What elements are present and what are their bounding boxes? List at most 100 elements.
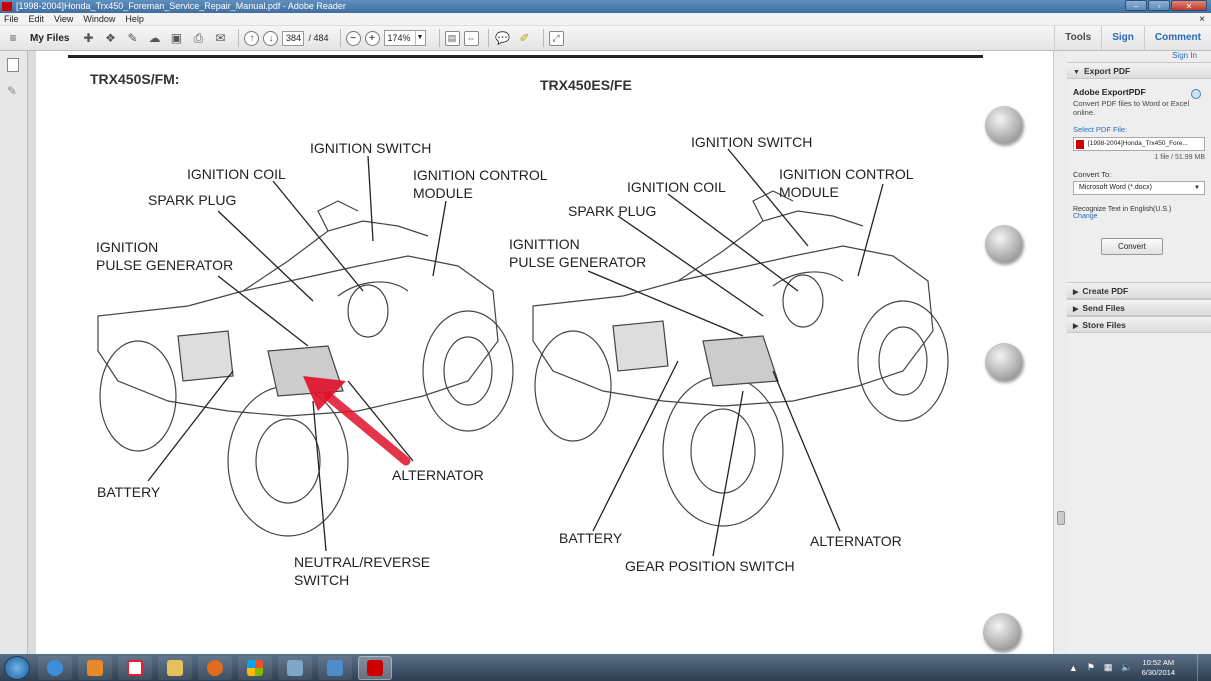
- taskbar: ▲ ⚑ ▦ 🔈 10:52 AM 6/30/2014: [0, 654, 1211, 681]
- comment-bubble-icon[interactable]: 💬: [495, 31, 510, 45]
- menu-view[interactable]: View: [54, 14, 74, 24]
- network-icon[interactable]: ▦: [1103, 662, 1113, 672]
- tools-button[interactable]: Tools: [1054, 26, 1101, 50]
- clock[interactable]: 10:52 AM 6/30/2014: [1142, 658, 1175, 678]
- convert-button[interactable]: Convert: [1101, 238, 1163, 255]
- internet-explorer-icon[interactable]: [38, 655, 72, 680]
- toolbar-divider: [487, 29, 489, 47]
- menu-window[interactable]: Window: [83, 14, 116, 24]
- my-files-button[interactable]: My Files: [30, 32, 70, 44]
- close-button[interactable]: ✕: [1171, 0, 1207, 11]
- right-label-ignition-pulse-generator: IGNITTION PULSE GENERATOR: [509, 236, 647, 270]
- change-link[interactable]: Change: [1073, 213, 1098, 220]
- right-label-alternator: ALTERNATOR: [810, 533, 902, 549]
- left-label-ignition-control-module: IGNITION CONTROL MODULE: [413, 167, 548, 201]
- control-panel-icon[interactable]: [318, 655, 352, 680]
- left-heading: TRX450S/FM:: [90, 71, 180, 87]
- office-icon[interactable]: [238, 655, 272, 680]
- fit-width-icon[interactable]: ⇔: [463, 30, 479, 46]
- binder-hole: [985, 343, 1023, 381]
- service-description: Convert PDF files to Word or Excel onlin…: [1073, 99, 1190, 117]
- export-pdf-section[interactable]: ▼Export PDF: [1067, 62, 1211, 79]
- show-desktop-button[interactable]: [1197, 654, 1211, 681]
- comment-button[interactable]: Comment: [1143, 26, 1211, 50]
- signature-pen-icon[interactable]: ✎: [7, 84, 18, 98]
- upload-icon[interactable]: ☁: [148, 31, 161, 45]
- send-files-label: Send Files: [1082, 303, 1125, 313]
- help-icon[interactable]: [1191, 89, 1201, 99]
- vertical-scrollbar[interactable]: [1053, 51, 1067, 654]
- media-player-icon[interactable]: [78, 655, 112, 680]
- right-heading: TRX450ES/FE: [540, 77, 632, 93]
- sign-button[interactable]: Sign: [1101, 26, 1144, 50]
- right-leader-lines: [587, 148, 884, 557]
- menu-help[interactable]: Help: [125, 14, 144, 24]
- service-title: Adobe ExportPDF: [1073, 87, 1146, 97]
- chevron-down-icon: ▼: [1194, 185, 1200, 191]
- left-label-neutral-reverse-switch: NEUTRAL/REVERSE SWITCH: [294, 554, 431, 588]
- maximize-button[interactable]: ▫: [1148, 0, 1170, 11]
- pdf-file-icon: [1076, 140, 1084, 149]
- minimize-button[interactable]: –: [1125, 0, 1147, 11]
- action-center-flag-icon[interactable]: ⚑: [1086, 662, 1095, 672]
- page-edge: [28, 51, 36, 654]
- paint-icon[interactable]: [278, 655, 312, 680]
- right-label-ignition-control-module: IGNITION CONTROL MODULE: [779, 166, 914, 200]
- toolbar-divider: [339, 29, 341, 47]
- page-thumbnails-icon[interactable]: [7, 58, 19, 72]
- firefox-icon[interactable]: [198, 655, 232, 680]
- page-rule: [68, 55, 983, 58]
- store-files-section[interactable]: ▶Store Files: [1067, 316, 1211, 333]
- store-files-label: Store Files: [1082, 320, 1126, 330]
- sign-in-link[interactable]: Sign In: [1172, 51, 1197, 60]
- menu-edit[interactable]: Edit: [28, 14, 45, 24]
- page-number-input[interactable]: 384: [282, 30, 305, 46]
- window-title: [1998-2004]Honda_Trx450_Foreman_Service_…: [16, 1, 346, 11]
- adobe-reader-taskbar-icon[interactable]: [358, 655, 392, 680]
- navigation-pane: ✎: [0, 51, 28, 654]
- highlight-icon[interactable]: ✐: [519, 31, 530, 45]
- zoom-select[interactable]: 174% ▼: [383, 30, 426, 46]
- create-pdf-section[interactable]: ▶Create PDF: [1067, 282, 1211, 299]
- menu-bar: File Edit View Window Help ×: [0, 13, 1211, 26]
- toolbar-divider: [238, 29, 240, 47]
- page-total: / 484: [308, 33, 329, 43]
- create-icon[interactable]: ✚: [83, 31, 94, 45]
- zoom-in-icon[interactable]: +: [364, 30, 380, 46]
- right-label-ignition-switch: IGNITION SWITCH: [691, 134, 813, 150]
- fit-page-icon[interactable]: ▤: [444, 30, 460, 46]
- next-page-icon[interactable]: ↓: [263, 30, 279, 46]
- email-icon[interactable]: ✉: [215, 31, 226, 45]
- file-explorer-icon[interactable]: [158, 655, 192, 680]
- previous-page-icon[interactable]: ↑: [244, 30, 260, 46]
- scrollbar-thumb[interactable]: [1057, 511, 1065, 525]
- binder-hole: [985, 106, 1023, 144]
- left-label-ignition-pulse-generator: IGNITION PULSE GENERATOR: [96, 239, 234, 273]
- send-files-section[interactable]: ▶Send Files: [1067, 299, 1211, 316]
- create-pdf-icon[interactable]: ❖: [105, 31, 116, 45]
- edit-icon[interactable]: ✎: [127, 31, 138, 45]
- right-label-gear-position-switch: GEAR POSITION SWITCH: [625, 558, 795, 574]
- print-icon[interactable]: ⎙: [193, 30, 204, 45]
- document-view[interactable]: TRX450S/FM: TRX450ES/FE IGNITION SWITCH …: [28, 51, 1053, 654]
- left-label-ignition-switch: IGNITION SWITCH: [310, 140, 432, 156]
- selected-file[interactable]: [1998-2004]Honda_Trx450_Fore...: [1073, 137, 1205, 151]
- hamburger-menu-icon[interactable]: ≡: [9, 31, 17, 45]
- volume-icon[interactable]: 🔈: [1121, 662, 1133, 672]
- tools-pane: Sign In ▼Export PDF Adobe ExportPDF Conv…: [1067, 51, 1211, 654]
- export-pdf-label: Export PDF: [1083, 66, 1131, 76]
- select-pdf-label: Select PDF File:: [1073, 125, 1128, 134]
- gmail-icon[interactable]: [118, 655, 152, 680]
- tray-expand-icon[interactable]: ▲: [1068, 662, 1078, 673]
- convert-to-label: Convert To:: [1073, 170, 1112, 179]
- expand-icon[interactable]: ⤢: [548, 30, 564, 46]
- toolbar-divider: [542, 29, 544, 47]
- red-annotation-arrow: [303, 376, 411, 466]
- right-label-ignition-coil: IGNITION COIL: [627, 179, 726, 195]
- convert-to-select[interactable]: Microsoft Word (*.docx) ▼: [1073, 181, 1205, 195]
- close-document-icon[interactable]: ×: [1199, 14, 1205, 25]
- zoom-out-icon[interactable]: −: [345, 30, 361, 46]
- start-button[interactable]: [4, 655, 30, 680]
- menu-file[interactable]: File: [4, 14, 19, 24]
- save-icon[interactable]: ▣: [170, 31, 183, 45]
